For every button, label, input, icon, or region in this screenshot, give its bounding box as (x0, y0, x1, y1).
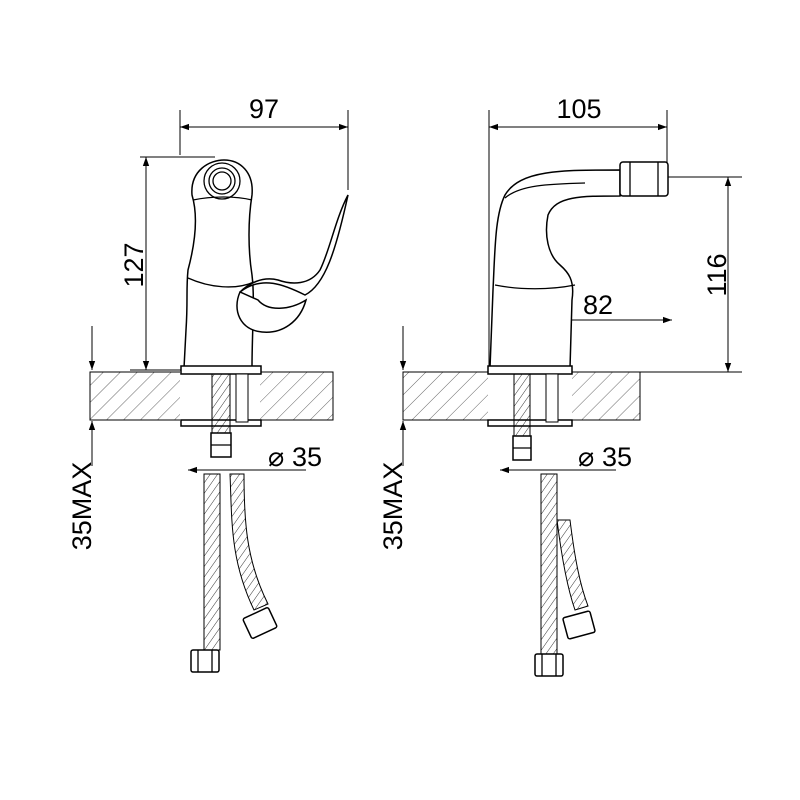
front-max-label: 35MAX (67, 462, 97, 551)
front-height-label: 127 (119, 242, 149, 287)
side-view: 105 116 82 35MAX (378, 94, 742, 677)
front-width-label: 97 (249, 94, 279, 124)
side-reach-dimension: 82 (528, 290, 672, 335)
front-mounting-stud (208, 373, 249, 471)
side-width-dimension: 105 (488, 94, 668, 370)
side-max-thickness-dimension: 35MAX (378, 326, 408, 550)
side-diameter-symbol: ⌀ (578, 442, 594, 472)
side-spout-height-label: 116 (702, 253, 732, 296)
side-hoses (534, 473, 596, 677)
front-diameter-symbol: ⌀ (268, 442, 284, 472)
front-hoses (190, 473, 278, 673)
front-height-dimension: 127 (119, 156, 215, 371)
front-view: 97 127 35MAX (67, 94, 349, 673)
front-faucet-body (180, 159, 349, 427)
front-max-thickness-dimension: 35MAX (67, 326, 97, 550)
side-reach-label: 82 (583, 290, 613, 320)
front-diameter-dimension: ⌀ 35 (188, 442, 322, 474)
front-diameter-label: 35 (292, 442, 322, 472)
side-diameter-dimension: ⌀ 35 (500, 442, 632, 474)
side-max-label: 35MAX (378, 462, 408, 551)
side-spout-height-dimension: 116 (572, 176, 742, 373)
side-width-label: 105 (556, 94, 601, 124)
front-width-dimension: 97 (179, 94, 349, 190)
side-diameter-label: 35 (602, 442, 632, 472)
side-mounting-stud (512, 373, 559, 461)
